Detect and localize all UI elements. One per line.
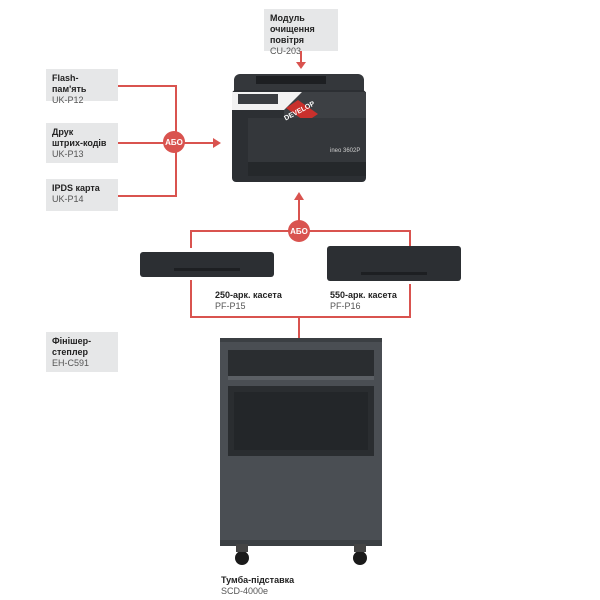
air-module-label: Модуль очищення повітря CU-203 (264, 9, 338, 56)
air-module-arrow-icon (296, 62, 306, 69)
cassette-250-image (140, 252, 274, 277)
left-arrow-icon (213, 138, 221, 148)
air-module-connector (300, 51, 302, 63)
cassette-250-caption: 250-арк. касета PF-P15 (215, 290, 282, 311)
finisher-stapler-label: Фінішер- степлер EH-C591 (46, 332, 118, 372)
cassette-250-bracket-left (190, 230, 192, 248)
or-badge-cassettes: АБО (288, 220, 310, 242)
cassette-550-bracket-right (409, 230, 411, 248)
stand-connector (298, 316, 300, 338)
cassette-550-image (327, 246, 461, 281)
stand-image (220, 338, 382, 565)
cassettes-frame-right (409, 284, 411, 317)
cassettes-frame-bottom (190, 316, 411, 318)
barcode-connector (118, 142, 176, 144)
cassettes-arrow-icon (294, 192, 304, 200)
cassettes-up-line (298, 200, 300, 231)
cassette-550-caption: 550-арк. касета PF-P16 (330, 290, 397, 311)
printer-model: ineo 3602P (330, 148, 361, 154)
cassettes-frame-left (190, 280, 192, 317)
ipds-card-label: IPDS карта UK-P14 (46, 179, 118, 211)
flash-memory-label: Flash-пам'ять UK-P12 (46, 69, 118, 105)
barcode-printing-label: Друк штрих-кодів UK-P13 (46, 123, 118, 163)
or-badge-left: АБО (163, 131, 185, 153)
stand-caption: Тумба-підставка SCD-4000e (221, 575, 295, 596)
printer-image (232, 74, 366, 182)
flash-connector (118, 85, 176, 87)
ipds-connector (118, 195, 176, 197)
left-to-printer-line (177, 142, 213, 144)
